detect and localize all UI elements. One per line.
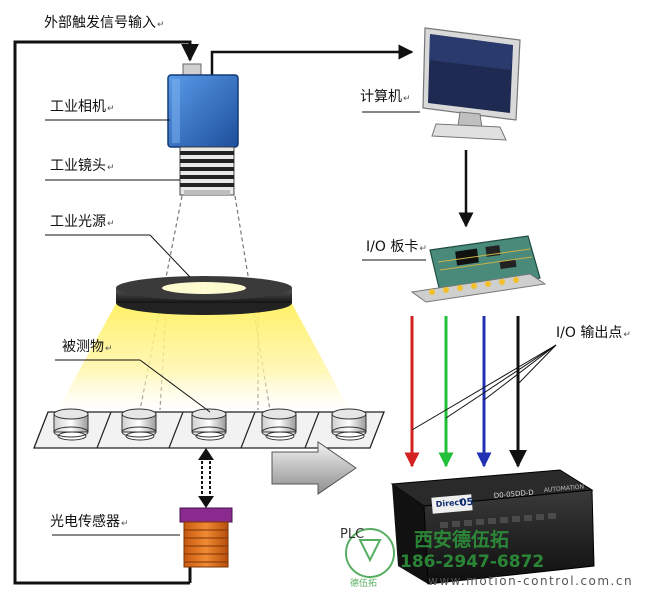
plc-brand: Direct xyxy=(435,498,463,509)
sensor-label: 光电传感器↵ xyxy=(50,514,129,530)
camera-to-computer-wire xyxy=(210,44,414,75)
io-card-label: I/O 板卡↵ xyxy=(366,239,427,255)
computer-label: 计算机↵ xyxy=(360,89,411,105)
io-card-icon xyxy=(410,235,547,303)
watermark-phone: 186-2947-6872 xyxy=(400,552,545,572)
watermark-company: 西安德伍拓 xyxy=(414,529,510,551)
ring-light xyxy=(116,276,292,315)
label-pointer-lines xyxy=(45,111,426,536)
io-output-wires xyxy=(404,316,527,468)
photo-sensor-icon xyxy=(179,507,233,568)
cup-object xyxy=(261,408,297,441)
plc-device-icon xyxy=(390,469,595,585)
sensor-beam-arrows xyxy=(198,448,214,508)
plc-corner-label: AUTOMATION xyxy=(544,484,585,494)
watermark-seal: 德伍拓 xyxy=(345,528,395,589)
cup-object xyxy=(53,408,89,441)
lens-icon xyxy=(179,146,235,196)
light-beam xyxy=(52,300,355,420)
conveyor-arrow-icon xyxy=(271,441,357,495)
test-objects xyxy=(53,408,367,441)
camera-icon xyxy=(167,63,239,148)
cup-object xyxy=(121,408,157,441)
io-output-pointers xyxy=(411,344,557,431)
watermark-url: www.motion-control.com.cn xyxy=(428,574,634,588)
cup-object xyxy=(191,408,227,441)
lens-label: 工业镜头↵ xyxy=(50,158,115,174)
watermark-seal-text: 德伍拓 xyxy=(350,577,377,589)
camera-label: 工业相机↵ xyxy=(50,99,115,115)
cup-object xyxy=(331,408,367,441)
plc-label: PLC xyxy=(340,527,365,542)
trigger-signal-label: 外部触发信号输入↵ xyxy=(44,15,165,31)
computer-monitor-icon xyxy=(422,27,521,141)
plc-terminal-row xyxy=(440,513,556,528)
object-label: 被测物↵ xyxy=(62,339,113,355)
plc-model: D0-05DD-D xyxy=(493,489,534,500)
plc-brand-suffix: 05 xyxy=(459,497,474,509)
light-source-label: 工业光源↵ xyxy=(50,214,115,230)
io-output-points-label: I/O 输出点↵ xyxy=(556,325,631,341)
